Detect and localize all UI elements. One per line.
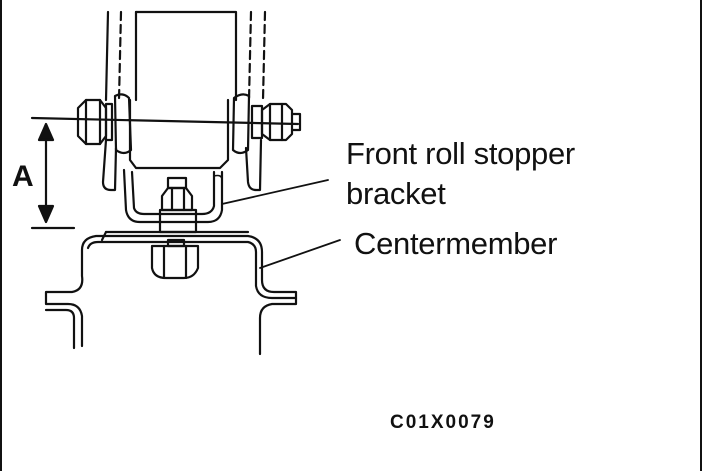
dimension-a-marker bbox=[30, 116, 300, 230]
mount-arm-left bbox=[101, 10, 123, 192]
bracket-label-line2: bracket bbox=[346, 176, 446, 211]
stud-bolt-lower-nut bbox=[150, 238, 200, 280]
bracket-label-line1: Front roll stopper bbox=[346, 136, 575, 171]
centermember-channel bbox=[44, 230, 298, 356]
bracket-leader-line bbox=[221, 179, 329, 205]
dimension-a-label: A bbox=[12, 160, 34, 193]
stopper-bracket bbox=[122, 168, 224, 224]
centermember-label: Centermember bbox=[354, 226, 558, 261]
stud-bolt-upper bbox=[158, 176, 198, 234]
through-bolt bbox=[76, 93, 302, 155]
centermember-leader-line bbox=[259, 239, 341, 269]
figure-code: C01X0079 bbox=[390, 412, 496, 433]
insulator-block bbox=[128, 10, 238, 170]
mount-arm-right bbox=[244, 10, 267, 192]
